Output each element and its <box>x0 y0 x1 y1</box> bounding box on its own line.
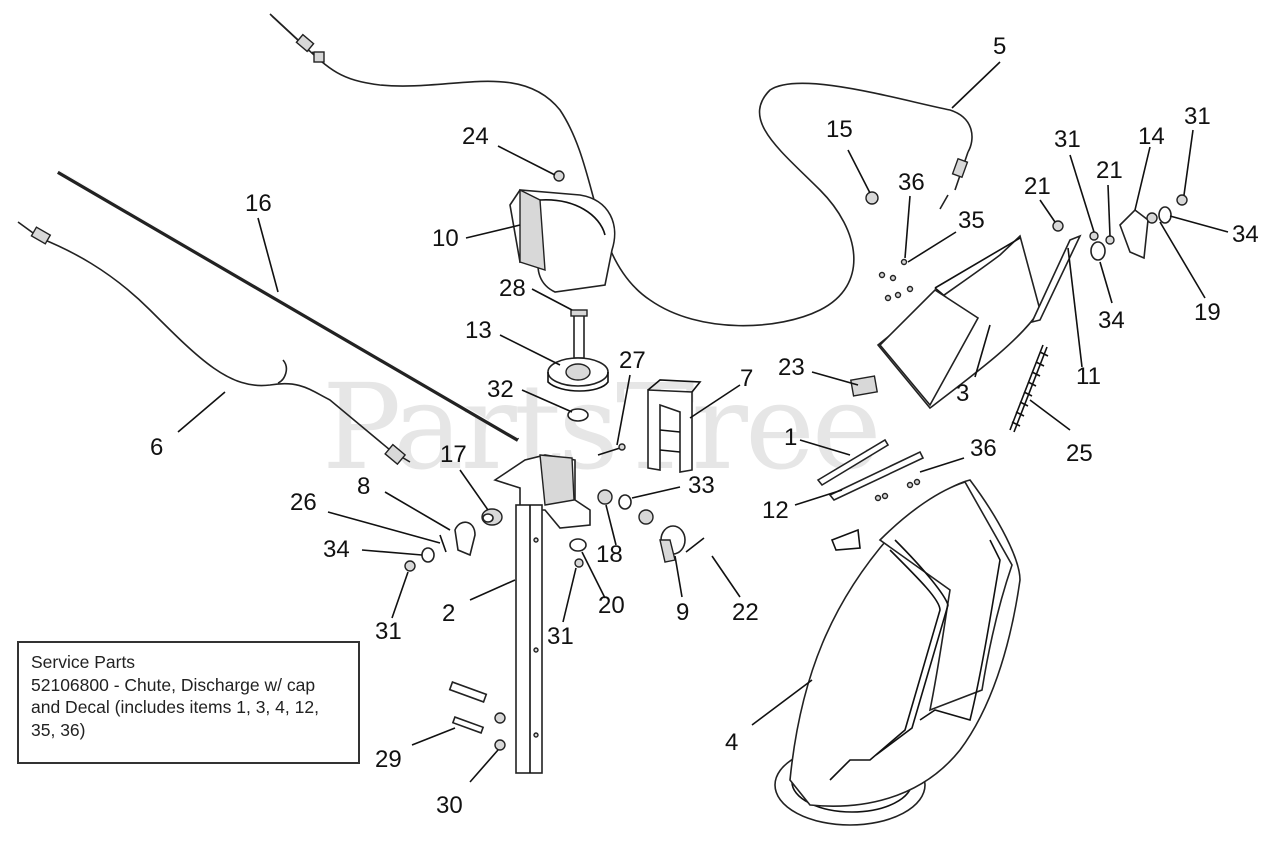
callout-22: 22 <box>732 599 759 626</box>
callout-8: 8 <box>357 473 370 500</box>
callout-10: 10 <box>432 225 459 252</box>
callout-36: 36 <box>898 169 925 196</box>
part-8-crank <box>454 521 476 557</box>
part-20-nut <box>569 538 587 568</box>
callout-34: 34 <box>323 536 350 563</box>
callout-24: 24 <box>462 123 489 150</box>
callout-30: 30 <box>436 792 463 819</box>
part-12-strip <box>828 450 925 501</box>
part-36-screws-top <box>878 258 914 302</box>
part-23-clip <box>849 375 879 397</box>
callouts: 5 24 15 36 31 14 31 21 21 34 16 10 35 34… <box>150 33 1259 819</box>
callout-3: 3 <box>956 380 969 407</box>
callout-34: 34 <box>1098 307 1125 334</box>
part-36-screws-bottom <box>874 478 921 502</box>
callout-28: 28 <box>499 275 526 302</box>
leader-lines <box>177 61 1229 783</box>
callout-11: 11 <box>1076 363 1101 390</box>
part-9-gear <box>659 525 686 563</box>
part-33-washer <box>618 494 632 510</box>
callout-16: 16 <box>245 190 272 217</box>
callout-36: 36 <box>970 435 997 462</box>
callout-21: 21 <box>1024 173 1051 200</box>
callout-7: 7 <box>740 365 753 392</box>
part-31-nuts-right <box>1089 194 1188 241</box>
callout-31: 31 <box>547 623 574 650</box>
callout-32: 32 <box>487 376 514 403</box>
callout-9: 9 <box>676 599 689 626</box>
part-29-bolts <box>448 681 488 734</box>
callout-26: 26 <box>290 489 317 516</box>
callout-31: 31 <box>1184 103 1211 130</box>
callout-27: 27 <box>619 347 646 374</box>
part-19-nut <box>1146 212 1158 224</box>
callout-19: 19 <box>1194 299 1221 326</box>
part-25-spring <box>1009 344 1049 433</box>
service-parts-box: Service Parts 52106800 - Chute, Discharg… <box>17 641 360 764</box>
part-5-cable <box>269 13 973 327</box>
part-13-gear-bracket <box>547 357 609 392</box>
part-10-chute-cap <box>509 188 616 293</box>
part-11-lever <box>1030 234 1082 324</box>
callout-2: 2 <box>442 600 455 627</box>
callout-33: 33 <box>688 472 715 499</box>
callout-5: 5 <box>993 33 1006 60</box>
callout-6: 6 <box>150 434 163 461</box>
callout-17: 17 <box>440 441 467 468</box>
part-24-nut <box>553 170 565 182</box>
service-parts-title: Service Parts <box>31 652 136 672</box>
part-2-bracket <box>493 454 591 774</box>
service-parts-line: and Decal (includes items 1, 3, 4, 12, <box>31 697 319 717</box>
part-21-nuts <box>1052 220 1115 245</box>
callout-18: 18 <box>596 541 623 568</box>
callout-13: 13 <box>465 317 492 344</box>
part-1-strip <box>816 438 890 487</box>
callout-35: 35 <box>958 207 985 234</box>
callout-23: 23 <box>778 354 805 381</box>
part-4-chute <box>774 479 1021 826</box>
part-15-nut <box>865 191 879 205</box>
part-30-nuts <box>494 712 506 751</box>
callout-4: 4 <box>725 729 738 756</box>
part-3-deflector <box>876 234 1041 410</box>
callout-31: 31 <box>375 618 402 645</box>
service-parts-line: 35, 36) <box>31 719 86 740</box>
part-17-bushing <box>481 508 503 526</box>
callout-15: 15 <box>826 116 853 143</box>
part-22-pin <box>685 537 705 553</box>
part-6-cable <box>17 221 411 466</box>
part-26-spring-pin <box>439 534 447 553</box>
part-28-bolt <box>570 309 588 359</box>
part-18-gear <box>597 489 654 525</box>
part-14-bracket <box>1119 208 1149 260</box>
part-31-nut-left <box>404 560 416 572</box>
part-34-washer-left <box>421 547 435 563</box>
part-27-pin <box>597 443 626 456</box>
callout-20: 20 <box>598 592 625 619</box>
callout-1: 1 <box>784 424 797 451</box>
callout-34: 34 <box>1232 221 1259 248</box>
service-parts-line: 52106800 - Chute, Discharge w/ cap <box>31 674 316 695</box>
callout-14: 14 <box>1138 123 1165 150</box>
callout-12: 12 <box>762 497 789 524</box>
part-32-washer <box>567 408 589 422</box>
callout-21: 21 <box>1096 157 1123 184</box>
callout-29: 29 <box>375 746 402 773</box>
part-34-washers-right <box>1090 206 1172 261</box>
part-16-rod <box>56 169 520 442</box>
part-7-bracket <box>647 379 702 473</box>
callout-31: 31 <box>1054 126 1081 153</box>
callout-25: 25 <box>1066 440 1093 467</box>
